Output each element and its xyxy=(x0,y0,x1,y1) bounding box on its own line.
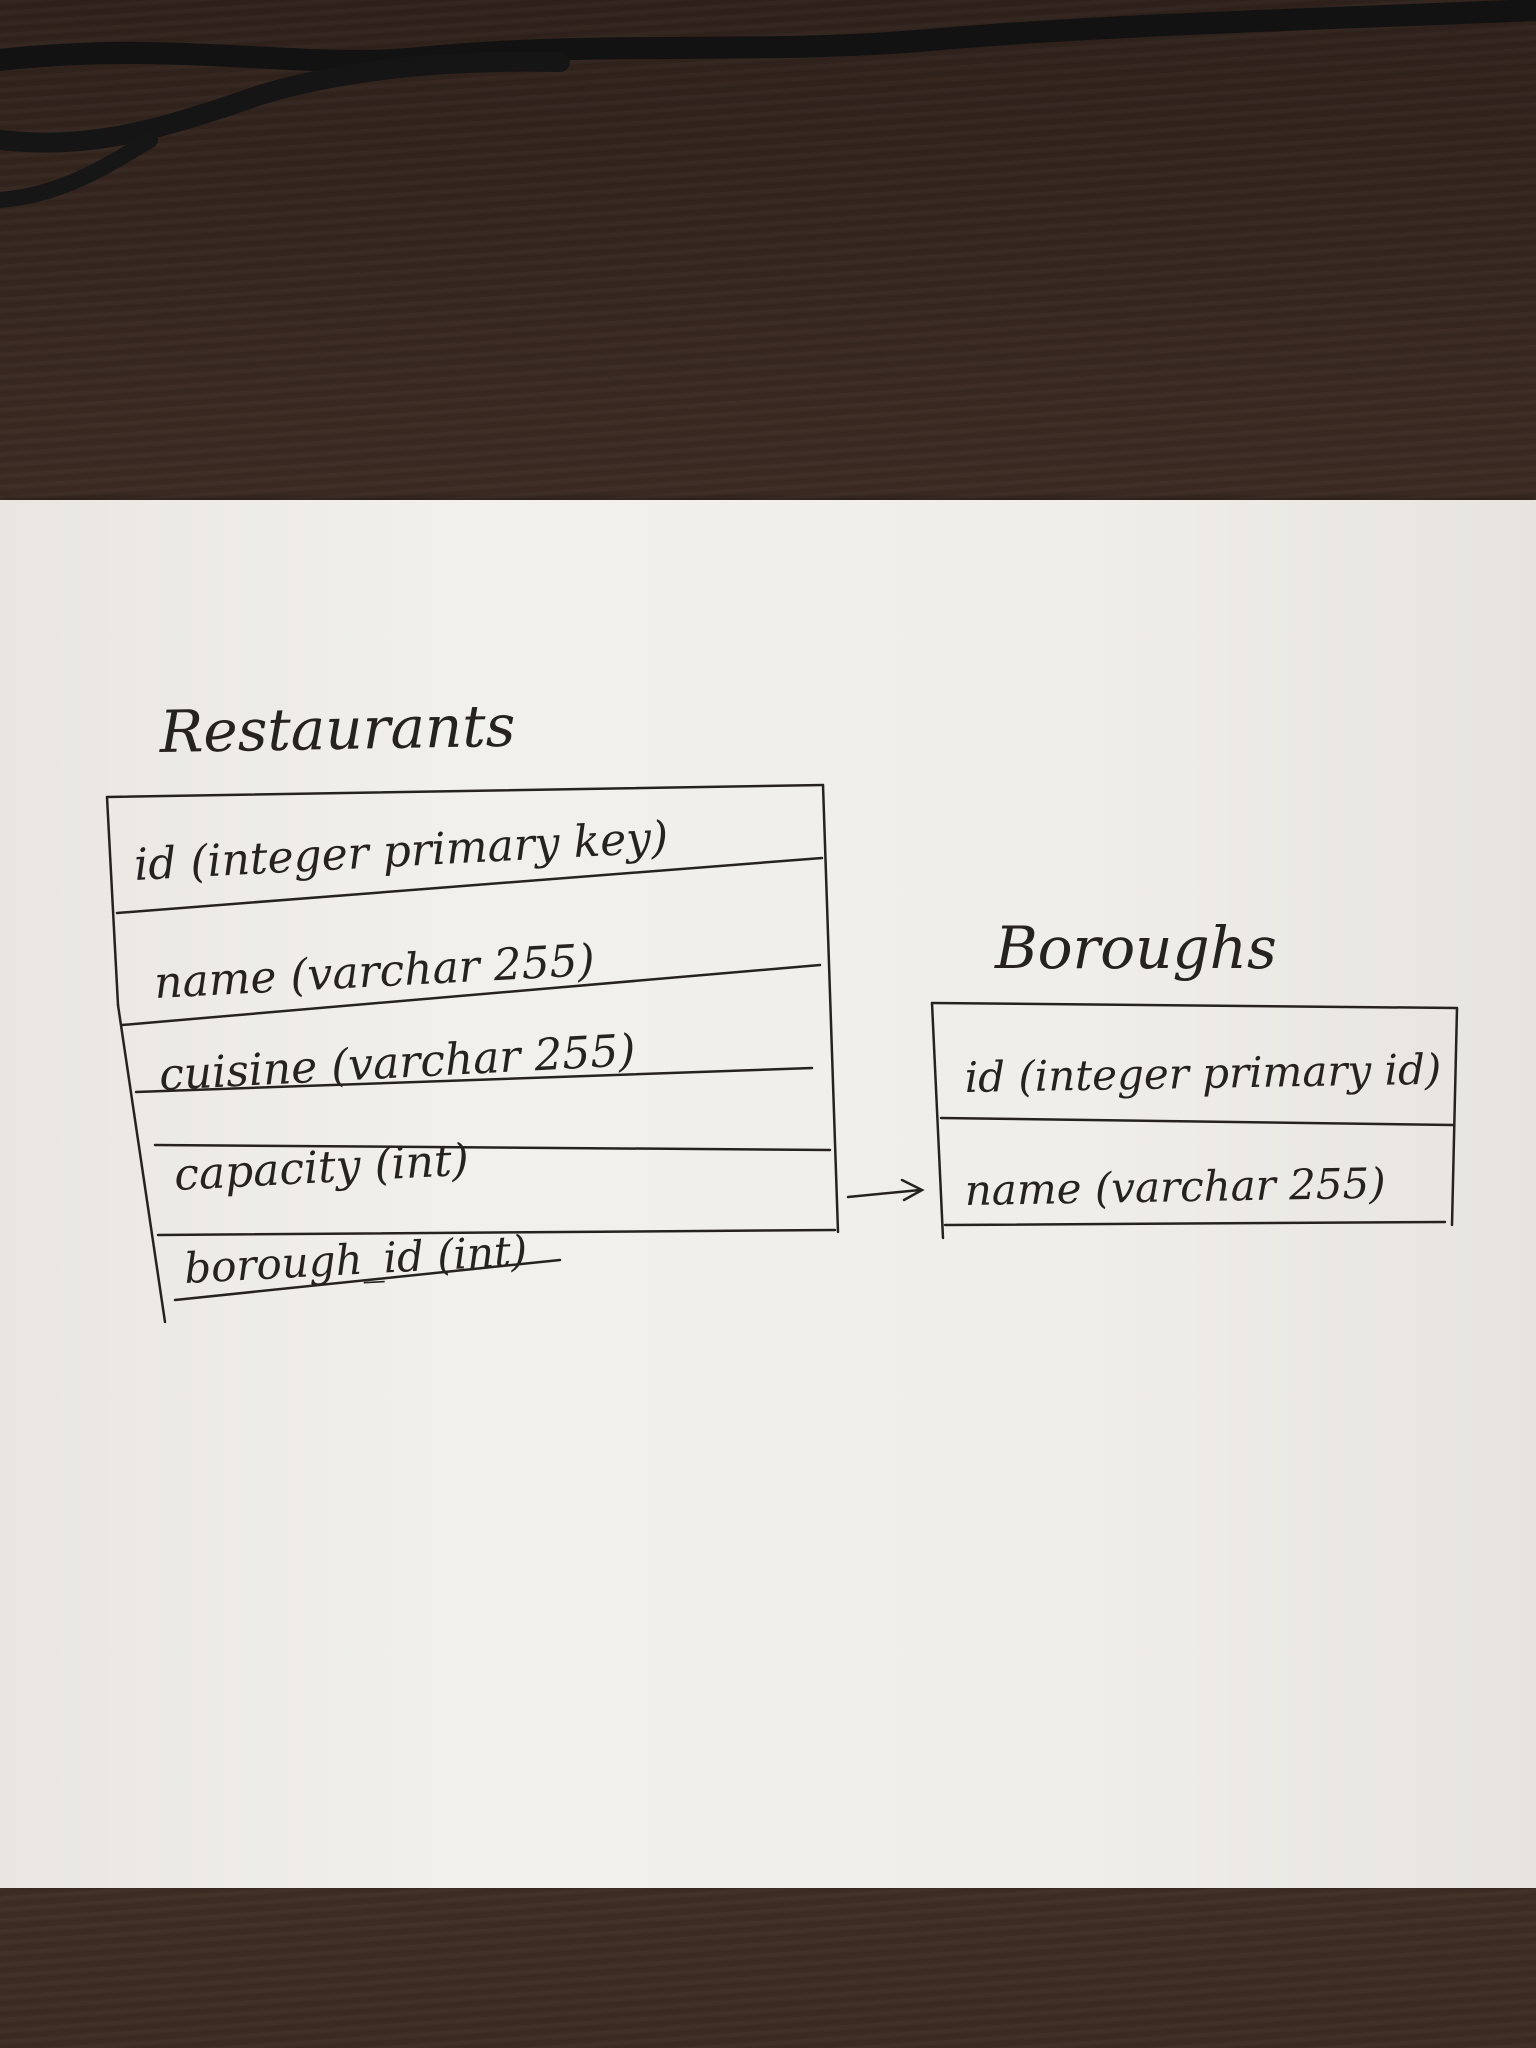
boroughs-row-name: name (varchar 255) xyxy=(964,1159,1386,1215)
restaurants-row-cuisine: cuisine (varchar 255) xyxy=(158,1025,637,1101)
restaurants-row-id: id (integer primary key) xyxy=(133,812,670,891)
relationship-arrow xyxy=(846,1178,925,1202)
boroughs-table-title: Boroughs xyxy=(994,914,1277,982)
boroughs-table-frame xyxy=(930,1001,1459,1240)
restaurants-row-name: name (varchar 255) xyxy=(153,935,596,1009)
restaurants-table-title: Restaurants xyxy=(158,692,516,766)
boroughs-row-id: id (integer primary id) xyxy=(964,1045,1441,1102)
paper-sheet xyxy=(0,500,1536,1888)
restaurants-table-frame xyxy=(105,783,840,1324)
black-cable xyxy=(0,0,1536,208)
restaurants-row-borough-id: borough_id (int) xyxy=(183,1226,528,1293)
